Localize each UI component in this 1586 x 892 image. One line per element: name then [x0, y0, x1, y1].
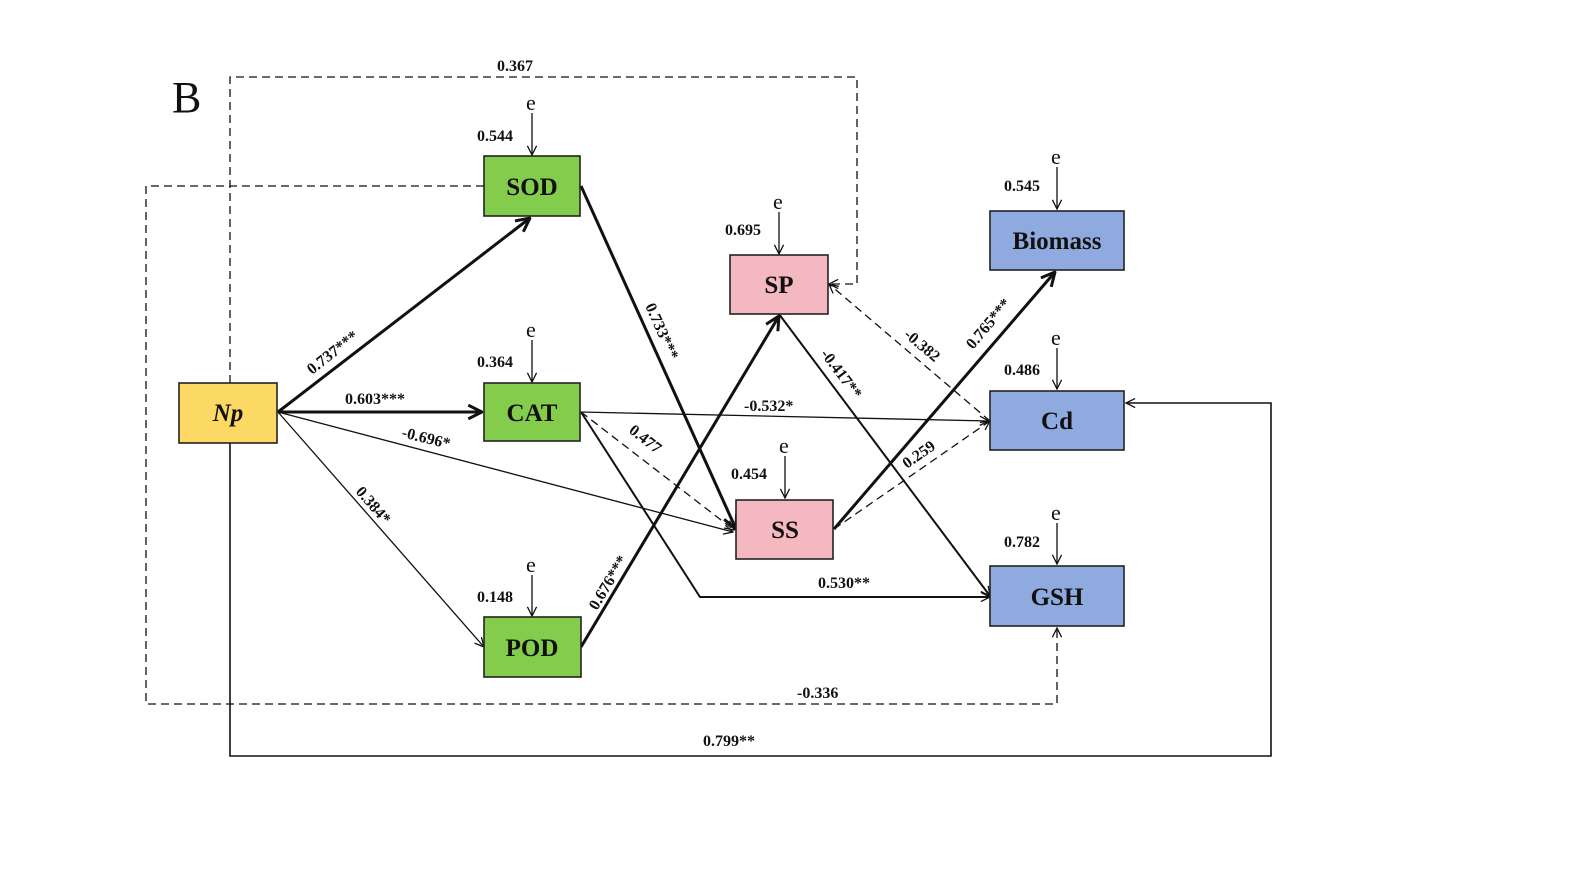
error-label: e: [526, 552, 536, 577]
r2-gsh: 0.782: [1004, 534, 1040, 551]
error-ss: e: [779, 433, 789, 498]
node-cd: Cd: [989, 390, 1125, 451]
error-sod: e: [526, 90, 536, 155]
coef-cat-ss: 0.477: [626, 422, 665, 458]
error-label: e: [779, 433, 789, 458]
node-sod-label: SOD: [506, 174, 557, 201]
path-np-ss: [277, 411, 733, 532]
error-sp: e: [773, 189, 783, 254]
path-np-pod: [277, 411, 484, 647]
coef-sod-gsh: -0.336: [797, 685, 838, 702]
node-cat: CAT: [483, 382, 581, 442]
error-cat: e: [526, 317, 536, 382]
error-label: e: [773, 189, 783, 214]
path-np-sod: [277, 218, 530, 414]
node-sp: SP: [729, 254, 829, 315]
node-sod: SOD: [483, 155, 581, 217]
node-gsh: GSH: [989, 565, 1125, 627]
r2-cd: 0.486: [1004, 362, 1040, 379]
path-sod-ss: [579, 185, 736, 529]
coef-np-cat: 0.603***: [345, 391, 405, 408]
error-gsh: e: [1051, 500, 1061, 564]
error-label: e: [1051, 500, 1061, 525]
r2-cat: 0.364: [477, 354, 513, 371]
error-label: e: [1051, 325, 1061, 350]
path-np-sp: [229, 76, 858, 383]
node-cat-label: CAT: [507, 400, 558, 427]
path-sp-cd: [829, 284, 991, 422]
path-cat-ss: [580, 411, 734, 530]
node-pod-label: POD: [506, 635, 559, 662]
node-biomass: Biomass: [989, 210, 1125, 271]
path-np-cd: [229, 403, 1272, 757]
coef-sp-cd: -0.382: [900, 326, 943, 366]
r2-ss: 0.454: [731, 466, 767, 483]
node-np: Np: [178, 382, 278, 444]
coef-ss-biomass: 0.765***: [963, 296, 1015, 353]
path-sod-gsh: [145, 185, 1057, 705]
r2-sp: 0.695: [725, 222, 761, 239]
coef-np-cd: 0.799**: [703, 733, 755, 750]
coef-ss-cd: 0.259: [900, 438, 939, 473]
node-biomass-label: Biomass: [1013, 228, 1102, 255]
coef-cat-cd: -0.532*: [744, 398, 793, 415]
path-pod-sp: [579, 316, 779, 648]
error-label: e: [526, 317, 536, 342]
r2-pod: 0.148: [477, 589, 513, 606]
node-cd-label: Cd: [1041, 408, 1073, 435]
path-cat-gsh: [580, 411, 990, 597]
path-ss-biomass: [832, 272, 1055, 530]
node-sp-label: SP: [764, 272, 793, 299]
coef-pod-sp: 0.676***: [586, 553, 631, 613]
node-gsh-label: GSH: [1031, 584, 1084, 611]
coef-cat-gsh: 0.530**: [818, 575, 870, 592]
r2-biomass: 0.545: [1004, 178, 1040, 195]
node-np-label: Np: [212, 400, 244, 427]
r2-sod: 0.544: [477, 128, 513, 145]
error-cd: e: [1051, 325, 1061, 389]
path-ss-cd: [833, 421, 990, 530]
error-pod: e: [526, 552, 536, 616]
node-pod: POD: [483, 616, 582, 678]
coef-np-sp: 0.367: [497, 58, 533, 75]
node-ss: SS: [735, 499, 834, 560]
error-biomass: e: [1051, 144, 1061, 209]
node-ss-label: SS: [771, 517, 799, 544]
error-label: e: [1051, 144, 1061, 169]
panel-letter: B: [172, 73, 201, 122]
coef-np-pod: 0.384*: [352, 483, 394, 527]
path-cat-cd: [580, 411, 989, 421]
path-sp-gsh: [778, 313, 990, 596]
error-label: e: [526, 90, 536, 115]
coef-np-ss: -0.696*: [400, 424, 452, 452]
